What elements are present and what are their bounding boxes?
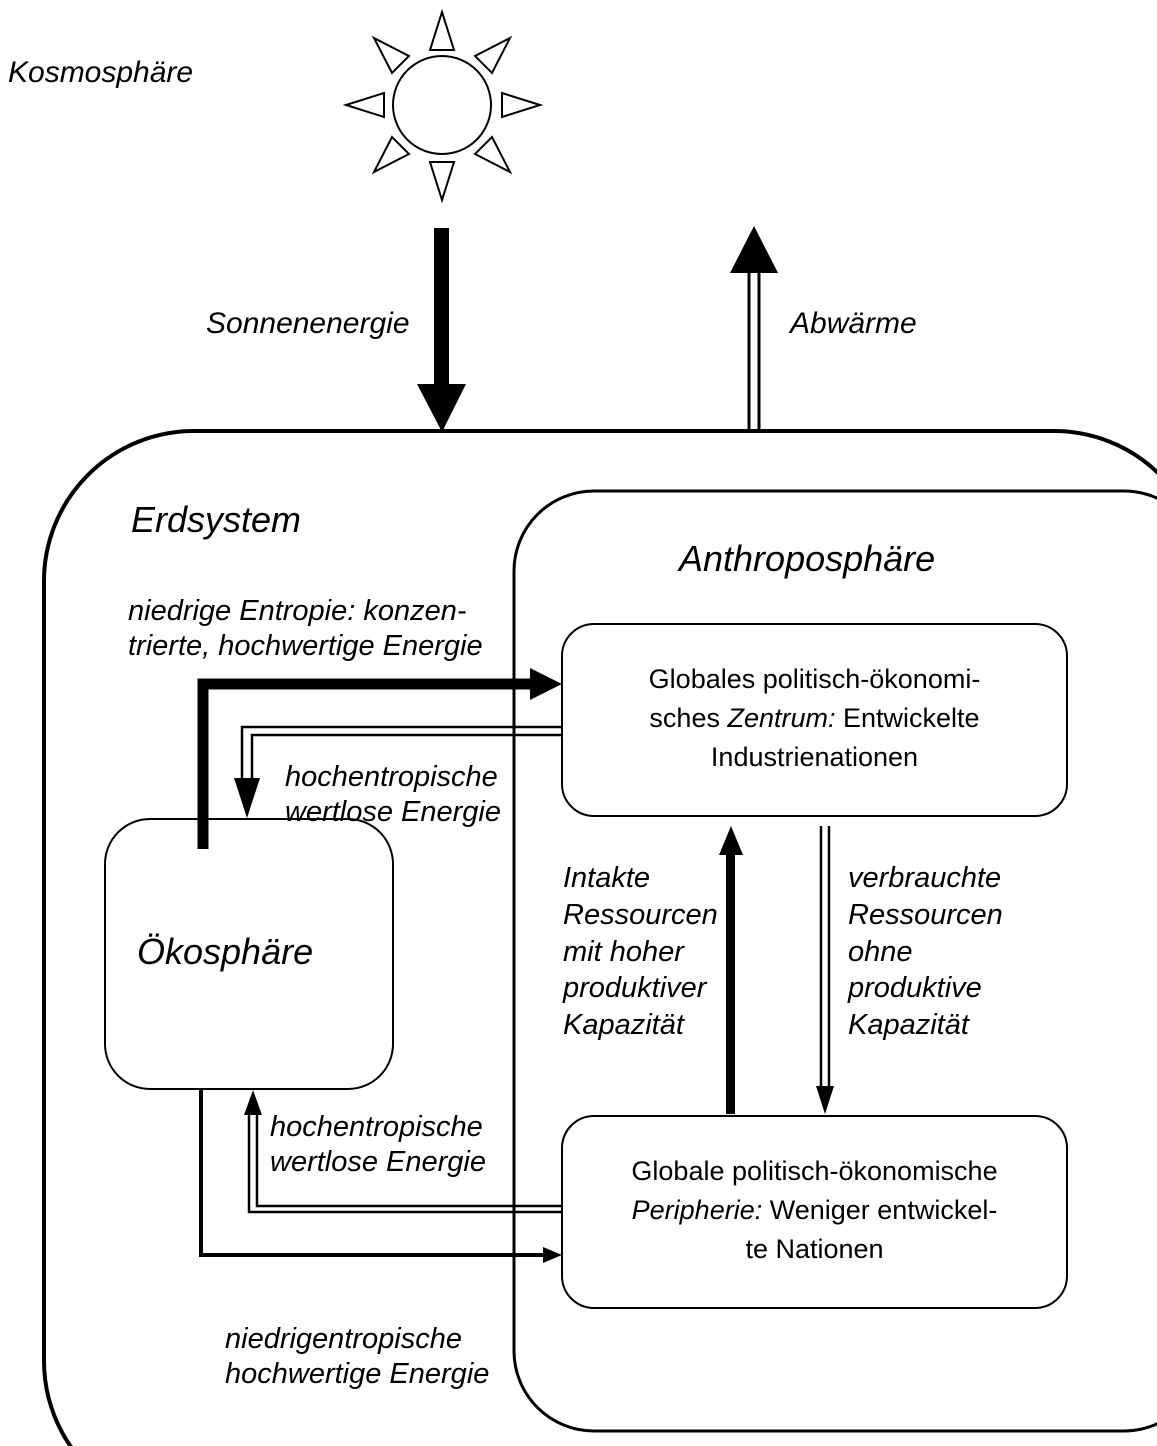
- intakte-ressourcen-label: Intakte Ressourcen mit hoher produktiver…: [563, 862, 718, 1042]
- hochentropisch-oben-label: hochentropische wertlose Energie: [285, 761, 501, 829]
- zentrum-box: [561, 623, 1068, 817]
- abwaerme-arrow: [730, 226, 778, 430]
- peripherie-text: Globale politisch-ökonomische Peripherie…: [562, 1152, 1067, 1269]
- erdsystem-label: Erdsystem: [131, 499, 302, 540]
- zentrum-line1: Globales politisch-ökonomi-: [648, 664, 981, 694]
- verbrauchte-ressourcen-arrow: [816, 826, 834, 1114]
- zentrum-text: Globales politisch-ökonomi- sches Zentru…: [562, 660, 1067, 777]
- zentrum-line3: Industrienationen: [710, 742, 919, 773]
- hochentropisch-unten-label: hochentropische wertlose Energie: [270, 1111, 486, 1179]
- erdsystem-box: [42, 429, 1157, 1446]
- hochentropisch-oben-arrow: [234, 725, 562, 818]
- peripherie-line1: Globale politisch-ökonomische: [631, 1156, 998, 1186]
- zentrum-line2: sches Zentrum: Entwickelte: [649, 703, 980, 734]
- anthroposphaere-box: [512, 489, 1157, 1433]
- sonnenenergie-label: Sonnenenergie: [206, 307, 410, 340]
- niedrigentropisch-arrow: [199, 1089, 562, 1263]
- sonnenenergie-arrow: [417, 228, 466, 432]
- hochentropisch-unten-arrow: [244, 1090, 562, 1214]
- peripherie-line3: te Nationen: [745, 1234, 884, 1265]
- peripherie-line2: Peripherie: Weniger entwickel-: [631, 1195, 998, 1226]
- niedrige-entropie-label: niedrige Entropie: konzen- trierte, hoch…: [128, 595, 483, 663]
- sun-icon: [342, 8, 544, 204]
- intakte-ressourcen-arrow: [719, 826, 743, 1114]
- oekosphaere-label: Ökosphäre: [137, 931, 314, 972]
- niedrigentropisch-label: niedrigentropische hochwertige Energie: [225, 1323, 490, 1391]
- kosmosphaere-label: Kosmosphäre: [8, 56, 194, 89]
- abwaerme-label: Abwärme: [790, 307, 917, 340]
- verbrauchte-ressourcen-label: verbrauchte Ressourcen ohne produktive K…: [848, 862, 1003, 1042]
- oekosphaere-box: [104, 818, 394, 1090]
- anthroposphaere-label: Anthroposphäre: [679, 538, 936, 579]
- niedrige-entropie-arrow: [197, 668, 562, 849]
